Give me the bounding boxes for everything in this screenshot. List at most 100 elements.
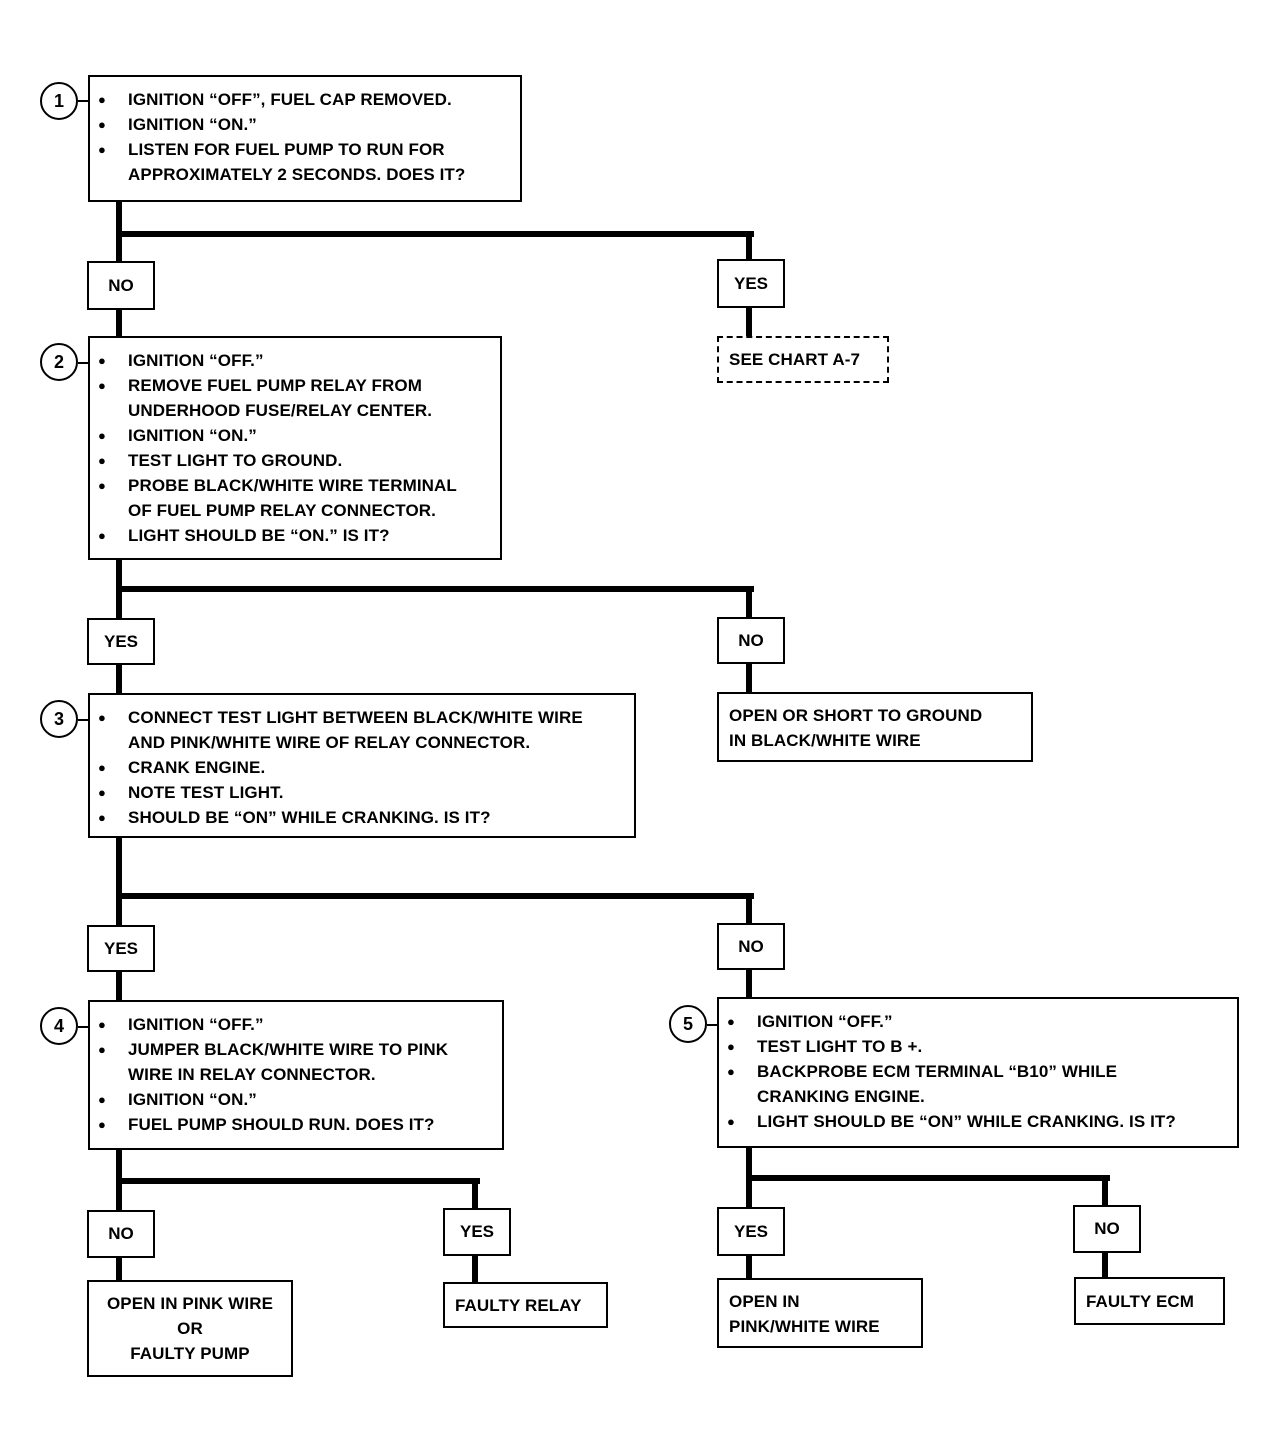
circle-connector	[78, 1026, 90, 1028]
step-text: OF FUEL PUMP RELAY CONNECTOR.	[128, 501, 437, 520]
step-4-item: IGNITION “OFF.”	[98, 1012, 492, 1037]
see-chart-box: SEE CHART A-7	[717, 336, 889, 383]
connector	[116, 200, 122, 240]
branch-no-label: NO	[717, 923, 785, 970]
circle-connector	[78, 100, 90, 102]
step-number-1: 1	[40, 82, 78, 120]
step-number-5: 5	[669, 1005, 707, 1043]
step-text: IGNITION “ON.”	[128, 426, 257, 445]
connector	[746, 1146, 752, 1186]
step-text: JUMPER BLACK/WHITE WIRE TO PINK	[128, 1040, 449, 1059]
circle-connector	[78, 362, 90, 364]
connector	[746, 586, 752, 620]
step-text: AND PINK/WHITE WIRE OF RELAY CONNECTOR.	[128, 733, 531, 752]
connector	[116, 836, 122, 898]
branch-no-label: NO	[717, 617, 785, 664]
open-short-result-box: OPEN OR SHORT TO GROUND IN BLACK/WHITE W…	[717, 692, 1033, 762]
step-text: WIRE IN RELAY CONNECTOR.	[128, 1065, 376, 1084]
connector	[746, 1254, 752, 1280]
connector	[1102, 1175, 1108, 1209]
step-text: APPROXIMATELY 2 SECONDS. DOES IT?	[128, 165, 466, 184]
step-2-item: REMOVE FUEL PUMP RELAY FROM UNDERHOOD FUS…	[98, 373, 490, 423]
connector	[746, 893, 752, 927]
result-text: SEE CHART A-7	[729, 350, 861, 369]
step-3-item: CONNECT TEST LIGHT BETWEEN BLACK/WHITE W…	[98, 705, 624, 755]
step-2-item: PROBE BLACK/WHITE WIRE TERMINAL OF FUEL P…	[98, 473, 490, 523]
step-2-item: IGNITION “ON.”	[98, 423, 490, 448]
connector	[746, 231, 752, 263]
branch-no-label: NO	[87, 261, 155, 310]
branch-no-label: NO	[87, 1210, 155, 1258]
step-text: SHOULD BE “ON” WHILE CRANKING. IS IT?	[128, 808, 491, 827]
branch-yes-label: YES	[443, 1208, 511, 1256]
connector	[116, 231, 754, 237]
step-text: REMOVE FUEL PUMP RELAY FROM	[128, 376, 422, 395]
step-text: TEST LIGHT TO B +.	[757, 1037, 923, 1056]
result-text: IN BLACK/WHITE WIRE	[729, 731, 921, 750]
step-number-4: 4	[40, 1007, 78, 1045]
step-text: LIGHT SHOULD BE “ON” WHILE CRANKING. IS …	[757, 1112, 1176, 1131]
connector	[472, 1254, 478, 1284]
connector	[746, 968, 752, 1000]
connector	[116, 970, 122, 1002]
connector	[116, 1178, 122, 1214]
step-3-item: CRANK ENGINE.	[98, 755, 624, 780]
step-text: IGNITION “ON.”	[128, 115, 257, 134]
connector	[116, 308, 122, 340]
faulty-relay-result-box: FAULTY RELAY	[443, 1282, 608, 1328]
step-4-item: FUEL PUMP SHOULD RUN. DOES IT?	[98, 1112, 492, 1137]
result-text: OR	[177, 1319, 203, 1338]
step-text: NOTE TEST LIGHT.	[128, 783, 284, 802]
result-text: FAULTY RELAY	[455, 1295, 582, 1315]
connector	[472, 1178, 478, 1212]
connector	[116, 1256, 122, 1282]
result-text: FAULTY ECM	[1086, 1291, 1195, 1311]
step-text: BACKPROBE ECM TERMINAL “B10” WHILE	[757, 1062, 1118, 1081]
connector	[116, 893, 754, 899]
step-text: IGNITION “ON.”	[128, 1090, 257, 1109]
step-3-item: NOTE TEST LIGHT.	[98, 780, 624, 805]
step-text: IGNITION “OFF”, FUEL CAP REMOVED.	[128, 90, 452, 109]
connector	[116, 586, 754, 592]
result-text: FAULTY PUMP	[130, 1344, 250, 1363]
step-text: UNDERHOOD FUSE/RELAY CENTER.	[128, 401, 433, 420]
step-5-item: BACKPROBE ECM TERMINAL “B10” WHILE CRANKI…	[727, 1059, 1227, 1109]
open-pink-result-box: OPEN IN PINK WIRE OR FAULTY PUMP	[87, 1280, 293, 1377]
step-5-item: IGNITION “OFF.”	[727, 1009, 1227, 1034]
branch-no-label: NO	[1073, 1205, 1141, 1253]
connector	[116, 893, 122, 927]
result-text: OPEN IN	[729, 1292, 800, 1311]
connector	[746, 662, 752, 694]
step-text: CONNECT TEST LIGHT BETWEEN BLACK/WHITE W…	[128, 708, 583, 727]
step-text: CRANKING ENGINE.	[757, 1087, 925, 1106]
step-4-item: IGNITION “ON.”	[98, 1087, 492, 1112]
step-text: LISTEN FOR FUEL PUMP TO RUN FOR	[128, 140, 445, 159]
connector	[116, 663, 122, 695]
open-pink-white-result-box: OPEN IN PINK/WHITE WIRE	[717, 1278, 923, 1348]
step-4-box: IGNITION “OFF.” JUMPER BLACK/WHITE WIRE …	[88, 1000, 504, 1150]
result-text: OPEN IN PINK WIRE	[106, 1294, 274, 1313]
step-text: TEST LIGHT TO GROUND.	[128, 451, 343, 470]
step-3-item: SHOULD BE “ON” WHILE CRANKING. IS IT?	[98, 805, 624, 830]
step-number-2: 2	[40, 343, 78, 381]
step-text: IGNITION “OFF.”	[757, 1012, 893, 1031]
connector	[746, 306, 752, 338]
connector	[116, 231, 122, 263]
connector	[746, 1175, 1110, 1181]
connector	[116, 558, 122, 598]
connector	[116, 1148, 122, 1188]
step-text: PROBE BLACK/WHITE WIRE TERMINAL	[128, 476, 457, 495]
branch-yes-label: YES	[87, 925, 155, 972]
branch-yes-label: YES	[717, 1207, 785, 1256]
step-2-item: LIGHT SHOULD BE “ON.” IS IT?	[98, 523, 490, 548]
step-3-box: CONNECT TEST LIGHT BETWEEN BLACK/WHITE W…	[88, 693, 636, 838]
connector	[1102, 1251, 1108, 1279]
step-5-item: TEST LIGHT TO B +.	[727, 1034, 1227, 1059]
branch-yes-label: YES	[87, 618, 155, 665]
circle-connector	[707, 1024, 719, 1026]
step-text: CRANK ENGINE.	[128, 758, 266, 777]
step-text: IGNITION “OFF.”	[128, 1015, 264, 1034]
step-number-3: 3	[40, 700, 78, 738]
step-2-item: TEST LIGHT TO GROUND.	[98, 448, 490, 473]
